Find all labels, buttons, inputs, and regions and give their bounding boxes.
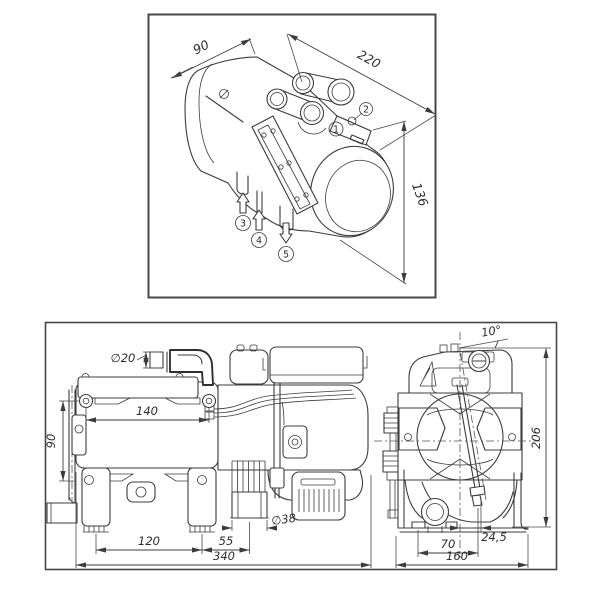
- svg-text:1: 1: [333, 125, 339, 136]
- iso-dim-length-label: 220: [355, 47, 383, 72]
- fuel-pump-mark: [219, 89, 229, 99]
- ortho-frame: [44, 321, 558, 571]
- iso-view-frame: [147, 13, 437, 299]
- callout-1: 1: [328, 121, 344, 137]
- front-view: ∅20 140 90 ∅38 120: [44, 344, 403, 568]
- svg-text:4: 4: [256, 236, 262, 247]
- front-dim-holes: 140: [85, 404, 210, 423]
- end-dim-angle: 10°: [458, 322, 551, 349]
- front-dim-holes-label: 140: [136, 404, 158, 418]
- front-dim-exhaust: ∅38: [222, 511, 297, 531]
- callout-2: 2: [359, 102, 373, 116]
- callout-3: 3: [235, 192, 251, 231]
- iso-view: 90 220 136 1 2 3 4: [147, 13, 437, 299]
- callout-4: 4: [251, 209, 267, 248]
- wiring-harness: [204, 389, 357, 426]
- muffler-fins: [231, 460, 266, 492]
- front-dim-feet-label: 120: [138, 534, 160, 548]
- end-dim-ports-label: 70: [441, 537, 456, 551]
- front-dim-pipe-label: ∅20: [111, 351, 136, 365]
- air-intake-elbow: [169, 349, 214, 386]
- blower-drum: [310, 145, 394, 237]
- up-arrow-icon: [252, 209, 266, 231]
- end-dim-ports: 70: [417, 508, 479, 557]
- mounting-plate: [251, 115, 319, 215]
- front-dim-exhaust-label: ∅38: [270, 511, 296, 528]
- iso-dim-width-label: 90: [190, 37, 211, 58]
- callout-5: 5: [278, 222, 294, 262]
- ignition-coil: [229, 349, 269, 385]
- end-dim-width-label: 160: [446, 549, 468, 563]
- down-arrow-icon: [279, 222, 293, 244]
- front-dim-pipe: ∅20: [111, 351, 158, 369]
- control-unit: [269, 346, 364, 384]
- end-view: 10° 206 24,5 70 160: [374, 322, 551, 568]
- front-dim-length-label: 340: [213, 549, 235, 563]
- iso-dim-width: 90: [170, 37, 256, 79]
- end-dim-width: 160: [395, 534, 529, 568]
- tilted-centerline: [459, 351, 487, 501]
- iso-dim-height-label: 136: [409, 181, 431, 209]
- svg-text:3: 3: [240, 219, 246, 230]
- front-dim-height-label: 90: [44, 434, 58, 449]
- end-dim-offset-label: 24,5: [481, 530, 507, 544]
- end-dim-height: 206: [512, 348, 551, 528]
- svg-text:2: 2: [363, 105, 369, 116]
- front-dim-height: 90: [44, 400, 80, 482]
- front-dim-offset-label: 55: [219, 534, 234, 548]
- up-arrow-icon: [236, 192, 250, 214]
- end-dim-offset: 24,5: [448, 500, 507, 544]
- front-dim-feet: 120 55: [95, 522, 250, 554]
- mounting-rail: [77, 376, 199, 399]
- end-dim-angle-label: 10°: [480, 322, 503, 339]
- front-dim-length: 340: [75, 472, 372, 568]
- orthographic-views: ∅20 140 90 ∅38 120: [44, 321, 558, 571]
- electrical-connector: [291, 471, 346, 521]
- mounting-feet: [81, 467, 217, 533]
- svg-text:5: 5: [283, 250, 289, 261]
- end-dim-height-label: 206: [529, 427, 543, 449]
- exhaust-port-circle: [420, 497, 450, 527]
- exhaust-stub: [231, 491, 268, 519]
